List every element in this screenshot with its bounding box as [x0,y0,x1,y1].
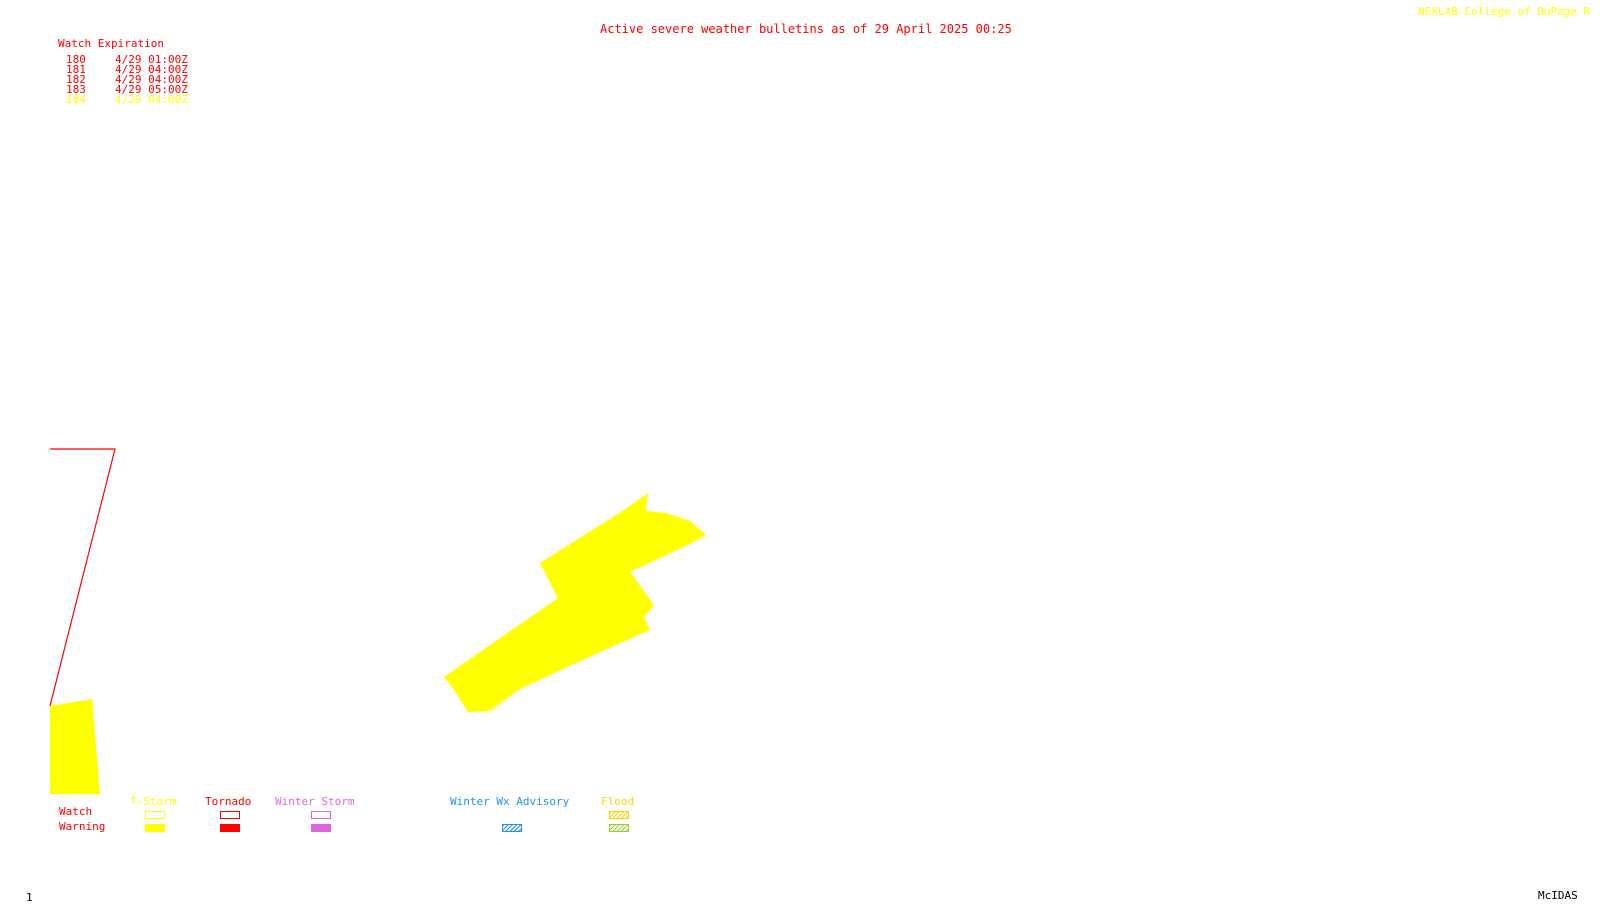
legend-tstorm-label: T-Storm [130,795,177,808]
frame-number: 1 [26,891,33,904]
watch-table-heading: Watch Expiration [58,37,164,50]
legend-tornado-warning-swatch [220,824,240,832]
legend-tstorm-watch-swatch [145,811,165,819]
legend-tornado-label: Tornado [205,795,252,808]
software-label: McIDAS [1538,889,1578,902]
watch-expiration: 4/29 04:00Z [115,63,188,76]
legend-winter-advisory-swatch [502,824,522,832]
legend-winter-storm-watch-swatch [311,811,331,819]
legend-winter-storm-label: Winter Storm [275,795,355,808]
legend-watch-label: Watch [59,805,93,818]
watch-expiration: 4/29 01:00Z [115,53,188,66]
legend-warning-label: Warning [59,820,106,833]
watch-id: 184 [66,93,86,106]
legend-winter-advisory-label: Winter Wx Advisory [450,795,570,808]
watch-id: 182 [66,73,86,86]
watch-id: 183 [66,83,86,96]
tornado-watch-outline [49,448,116,707]
warning-polygon-west [50,699,100,794]
watch-expiration: 4/29 04:00Z [115,93,188,106]
legend-flood-warning-swatch [609,824,629,832]
legend-tornado-watch-swatch [220,811,240,819]
source-label: NEXLAB-College of DuPage R [1418,5,1591,18]
legend-flood-watch-swatch [609,811,629,819]
warning-polygon-central [444,493,706,712]
watch-id: 181 [66,63,86,76]
watch-expiration: 4/29 04:00Z [115,73,188,86]
legend-flood-label: Flood [601,795,635,808]
watch-expiration: 4/29 05:00Z [115,83,188,96]
bulletin-title: Active severe weather bulletins as of 29… [600,22,1012,36]
legend-tstorm-warning-swatch [145,824,165,832]
watch-id: 180 [66,53,86,66]
legend-winter-storm-warning-swatch [311,824,331,832]
